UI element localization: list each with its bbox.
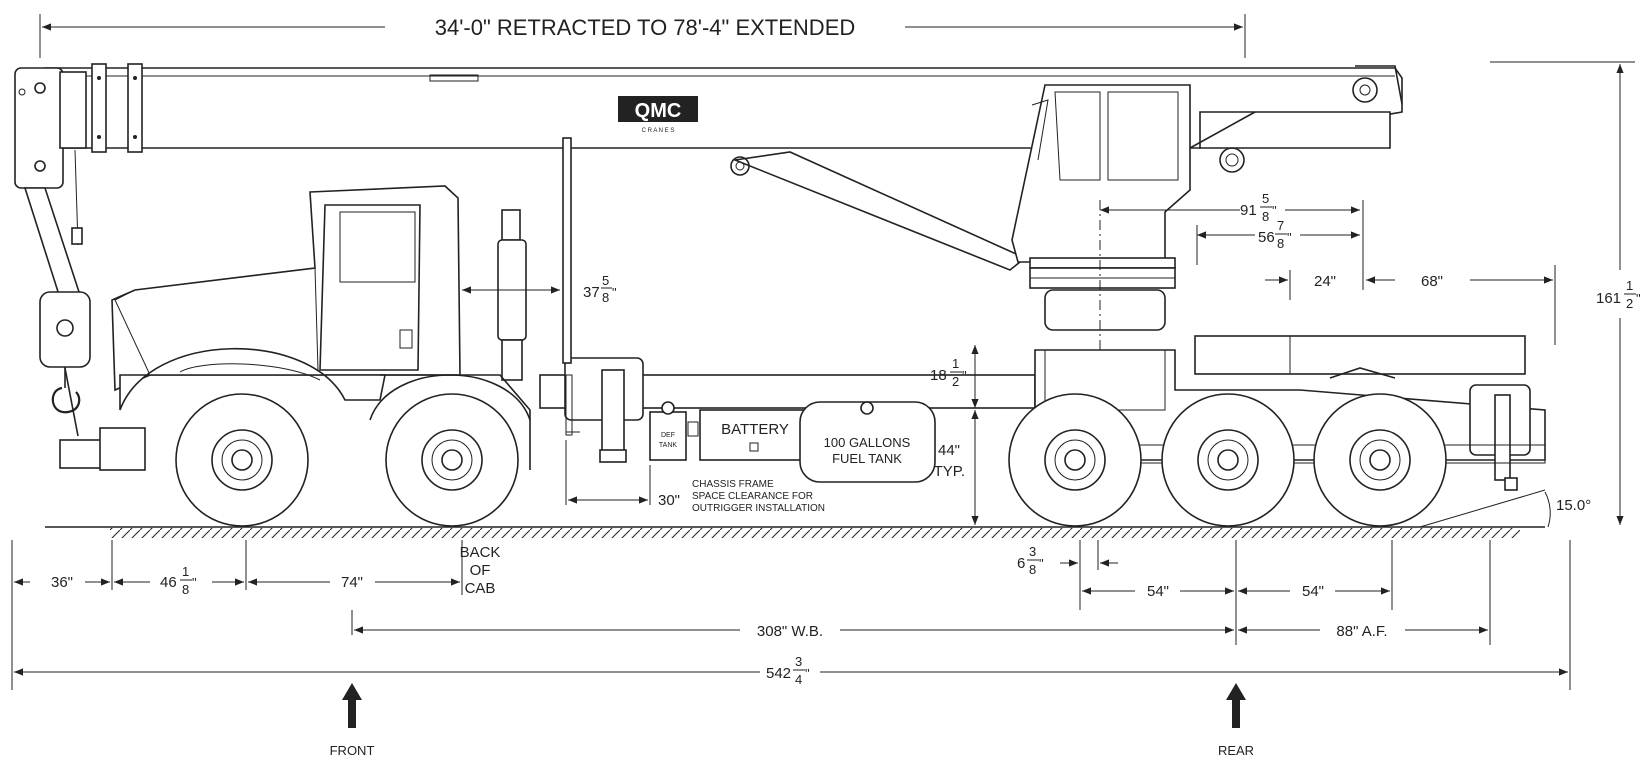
svg-text:C R A N E S: C R A N E S <box>642 128 675 134</box>
lift-cylinder <box>730 151 1027 271</box>
svg-text:7: 7 <box>1277 218 1284 233</box>
boom-pivot <box>1189 65 1403 173</box>
svg-text:1: 1 <box>1626 278 1633 293</box>
svg-text:34'-0" RETRACTED TO 78'-4" EXT: 34'-0" RETRACTED TO 78'-4" EXTENDED <box>435 15 856 40</box>
svg-text:46: 46 <box>160 574 177 591</box>
svg-text:56: 56 <box>1258 229 1275 246</box>
svg-text:100 GALLONS: 100 GALLONS <box>824 435 911 450</box>
svg-text:": " <box>962 368 967 383</box>
svg-text:BACK: BACK <box>460 544 501 561</box>
svg-text:8: 8 <box>602 290 609 305</box>
svg-text:161: 161 <box>1596 290 1621 307</box>
battery-box: BATTERY <box>687 409 811 461</box>
svg-text:1: 1 <box>182 564 189 579</box>
svg-text:54": 54" <box>1147 583 1169 600</box>
svg-text:TANK: TANK <box>659 442 677 449</box>
dim-frame-height: 18 1 2 " <box>930 345 979 408</box>
svg-text:91: 91 <box>1240 202 1257 219</box>
front-arrow: FRONT <box>330 683 375 757</box>
dim-24-68: 24" 68" <box>1265 265 1556 345</box>
svg-text:24": 24" <box>1314 273 1336 290</box>
svg-text:FRONT: FRONT <box>330 743 375 757</box>
svg-text:": " <box>1272 203 1277 218</box>
svg-text:5: 5 <box>1262 191 1269 206</box>
svg-text:CAB: CAB <box>465 580 496 597</box>
svg-text:QMC: QMC <box>635 100 682 122</box>
svg-text:8: 8 <box>1029 562 1036 577</box>
svg-text:44": 44" <box>938 442 960 459</box>
svg-text:18: 18 <box>930 367 947 384</box>
svg-text:1: 1 <box>952 356 959 371</box>
svg-text:74": 74" <box>341 574 363 591</box>
svg-text:8: 8 <box>1262 209 1269 224</box>
dim-cab-to-mast: 37 5 8 " <box>462 273 617 305</box>
svg-text:": " <box>1287 230 1292 245</box>
svg-text:FUEL TANK: FUEL TANK <box>832 451 902 466</box>
dim-deck-height: 44" TYP. <box>934 410 979 525</box>
svg-text:8: 8 <box>1277 236 1284 251</box>
dim-upper-56: 56 7 8 " <box>1196 218 1360 265</box>
front-axle-wheel <box>175 393 309 527</box>
qmc-logo: QMC C R A N E S <box>618 96 698 134</box>
bottom-dimensions: 36" 46 1 8 " 74" BACK OF CAB 6 3 8 " 54"… <box>11 540 1571 690</box>
svg-text:BATTERY: BATTERY <box>721 421 789 438</box>
operator-cab <box>1011 84 1191 350</box>
svg-text:REAR: REAR <box>1218 743 1254 757</box>
svg-text:308" W.B.: 308" W.B. <box>757 623 823 640</box>
dim-overall-height: 161 1 2 " <box>1490 61 1641 525</box>
svg-text:SPACE CLEARANCE FOR: SPACE CLEARANCE FOR <box>692 491 813 502</box>
dim-upper-91: 91 5 8 " <box>1100 191 1364 290</box>
def-tank: DEF TANK <box>649 401 687 461</box>
steer-axle-wheel <box>385 393 519 527</box>
dim-outrigger-space: 30" CHASSIS FRAME SPACE CLEARANCE FOR OU… <box>565 440 825 514</box>
svg-text:": " <box>192 575 197 590</box>
svg-text:2: 2 <box>952 374 959 389</box>
svg-text:15.0°: 15.0° <box>1556 497 1591 514</box>
svg-text:": " <box>612 285 617 300</box>
rear-axle-wheel-3 <box>1313 393 1447 527</box>
svg-text:5: 5 <box>602 273 609 288</box>
crane-boom <box>14 63 1403 189</box>
svg-text:2: 2 <box>1626 296 1633 311</box>
rear-axle-wheel-2 <box>1161 393 1295 527</box>
dim-departure-angle: 15.0° <box>1419 489 1591 528</box>
front-outrigger <box>564 357 644 463</box>
svg-text:": " <box>805 666 810 681</box>
svg-text:6: 6 <box>1017 555 1025 572</box>
svg-text:3: 3 <box>1029 544 1036 559</box>
svg-text:3: 3 <box>795 654 802 669</box>
rear-axle-wheel-1 <box>1008 393 1142 527</box>
svg-text:OUTRIGGER INSTALLATION: OUTRIGGER INSTALLATION <box>692 503 825 514</box>
boom-length-dimension: 34'-0" RETRACTED TO 78'-4" EXTENDED <box>39 14 1246 58</box>
svg-text:4: 4 <box>795 672 802 687</box>
svg-text:CHASSIS FRAME: CHASSIS FRAME <box>692 479 774 490</box>
svg-text:OF: OF <box>470 562 491 579</box>
fuel-tank: 100 GALLONS FUEL TANK <box>799 401 936 483</box>
svg-text:542: 542 <box>766 665 791 682</box>
svg-text:36": 36" <box>51 574 73 591</box>
svg-text:": " <box>1636 291 1641 306</box>
svg-text:37: 37 <box>583 284 600 301</box>
svg-text:30": 30" <box>658 492 680 509</box>
rear-arrow: REAR <box>1218 683 1254 757</box>
svg-text:TYP.: TYP. <box>934 463 965 480</box>
svg-text:": " <box>1039 556 1044 571</box>
svg-text:8: 8 <box>182 582 189 597</box>
ground-line <box>45 526 1545 538</box>
truck-cab <box>59 137 572 471</box>
svg-text:68": 68" <box>1421 273 1443 290</box>
svg-text:88" A.F.: 88" A.F. <box>1336 623 1387 640</box>
svg-text:54": 54" <box>1302 583 1324 600</box>
svg-text:DEF: DEF <box>661 432 675 439</box>
hook-block <box>23 149 91 437</box>
